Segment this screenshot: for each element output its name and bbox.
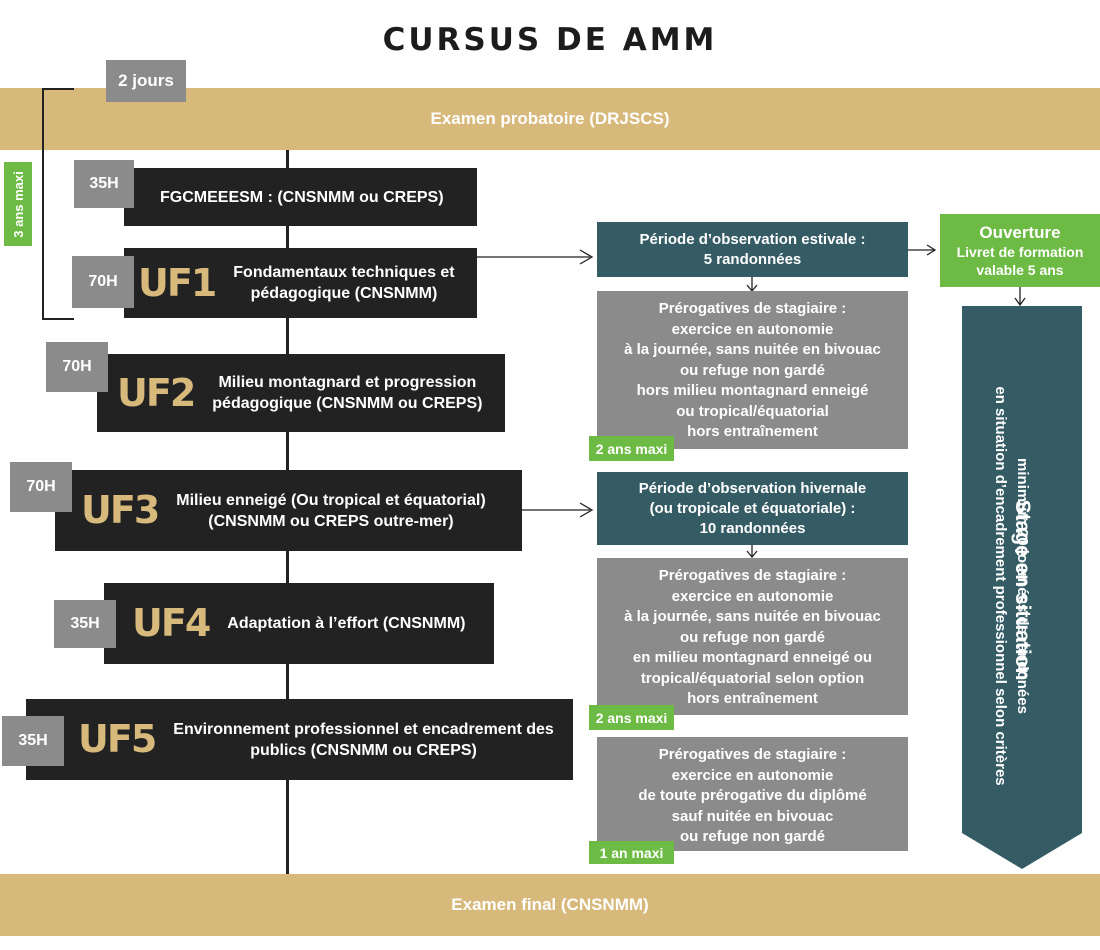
module-fgcmeeesm: FGCMEEESM : (CNSNMM ou CREPS) [124,168,477,226]
uf5-label-2: publics (CNSNMM ou CREPS) [250,741,477,759]
uf2-hours: 70H [46,342,108,392]
prerog2-line-6: tropical/équatorial selon option [640,669,865,687]
prerog2-line-1: Prérogatives de stagiaire : [658,567,847,584]
uf3-label-2: (CNSNMM ou CREPS outre-mer) [208,512,454,530]
page-title: CURSUS DE AMM [382,22,718,58]
prerogatives-box-1: Prérogatives de stagiaire : exercice en … [597,291,908,449]
prerog3-line-4: sauf nuitée en bivouac [671,807,834,825]
uf3-hours: 70H [10,462,72,512]
uf5-hours: 35H [2,716,64,766]
module-uf2: UF2 Milieu montagnard et progression péd… [97,354,505,432]
module-uf5: UF5 Environnement professionnel et encad… [26,699,573,780]
three-years-badge: 3 ans maxi [4,162,32,246]
estivale-line-1: Période d’observation estivale : [639,230,866,248]
module-fgcmeeesm-hours: 35H [74,160,134,208]
prerog2-line-3: à la journée, sans nuitée en bivouac [624,608,881,625]
uf1-hours: 70H [72,256,134,308]
ouverture-line-1: Livret de formation [956,243,1084,260]
prerog1-line-2: exercice en autonomie [671,320,834,338]
prerog3-line-5: ou refuge non gardé [679,828,825,845]
prerog1-duration-badge: 2 ans maxi [589,436,674,461]
prerog1-line-4: ou refuge non gardé [679,361,825,379]
estivale-line-2: 5 randonnées [703,250,802,268]
uf2-label-1: Milieu montagnard et progression [218,374,477,391]
three-years-bracket [42,88,74,320]
prerog3-line-1: Prérogatives de stagiaire : [658,746,847,763]
prerog2-line-4: ou refuge non gardé [679,628,825,646]
uf2-label-2: pédagogique (CNSNMM ou CREPS) [212,395,483,412]
exam-final-band: Examen final (CNSNMM) [0,874,1100,936]
module-uf4: UF4 Adaptation à l’effort (CNSNMM) [104,583,494,664]
exam-probatoire-label: Examen probatoire (DRJSCS) [430,109,670,128]
exam-final-label: Examen final (CNSNMM) [451,895,649,914]
prerog1-line-7: hors entraînement [687,423,818,440]
uf4-label-1: Adaptation à l’effort (CNSNMM) [227,615,466,632]
stage-line-2: en situation d’encadrement professionnel… [992,386,1009,786]
uf4-hours: 35H [54,600,116,648]
module-uf1: UF1 Fondamentaux techniques et pédagogiq… [124,248,477,318]
hivernale-line-2: (ou tropicale et équatoriale) : [649,499,856,517]
uf1-label-2: pédagogique (CNSNMM) [250,285,438,302]
prerog1-line-6: ou tropical/équatorial [676,402,829,420]
ouverture-box: Ouverture Livret de formation valable 5 … [940,214,1100,287]
prerog3-line-3: de toute prérogative du diplômé [638,787,867,804]
ouverture-title: Ouverture [979,222,1061,242]
duration-badge: 2 jours [106,60,186,102]
uf5-label-1: Environnement professionnel et encadreme… [173,720,554,738]
hivernale-line-3: 10 randonnées [699,519,806,537]
prerog2-duration-badge: 2 ans maxi [589,705,674,730]
prerog1-line-3: à la journée, sans nuitée en bivouac [624,341,881,358]
prerogatives-box-2: Prérogatives de stagiaire : exercice en … [597,558,908,715]
prerog1-line-5: hors milieu montagnard enneigé [636,382,869,399]
stage-details-2: en situation d’encadrement professionnel… [970,276,1030,896]
prerog3-duration-badge: 1 an maxi [589,841,674,864]
prerog3-line-2: exercice en autonomie [671,766,834,784]
observation-hivernale-box: Période d’observation hivernale (ou trop… [597,472,908,545]
prerog1-line-1: Prérogatives de stagiaire : [658,300,847,317]
hivernale-line-1: Période d’observation hivernale [638,479,867,497]
module-uf3: UF3 Milieu enneigé (Ou tropical et équat… [55,470,522,551]
prerogatives-box-3: Prérogatives de stagiaire : exercice en … [597,737,908,851]
uf3-label-1: Milieu enneigé (Ou tropical et équatoria… [176,491,486,509]
observation-estivale-box: Période d’observation estivale : 5 rando… [597,222,908,277]
prerog2-line-7: hors entraînement [687,690,818,707]
prerog2-line-2: exercice en autonomie [671,587,834,605]
prerog2-line-5: en milieu montagnard enneigé ou [632,649,873,666]
module-fgcmeeesm-label-1: FGCMEEESM : (CNSNMM ou CREPS) [160,188,444,206]
stage-arrow-shape [962,306,1082,869]
ouverture-line-2: valable 5 ans [976,261,1064,278]
uf1-label-1: Fondamentaux techniques et [233,264,455,281]
